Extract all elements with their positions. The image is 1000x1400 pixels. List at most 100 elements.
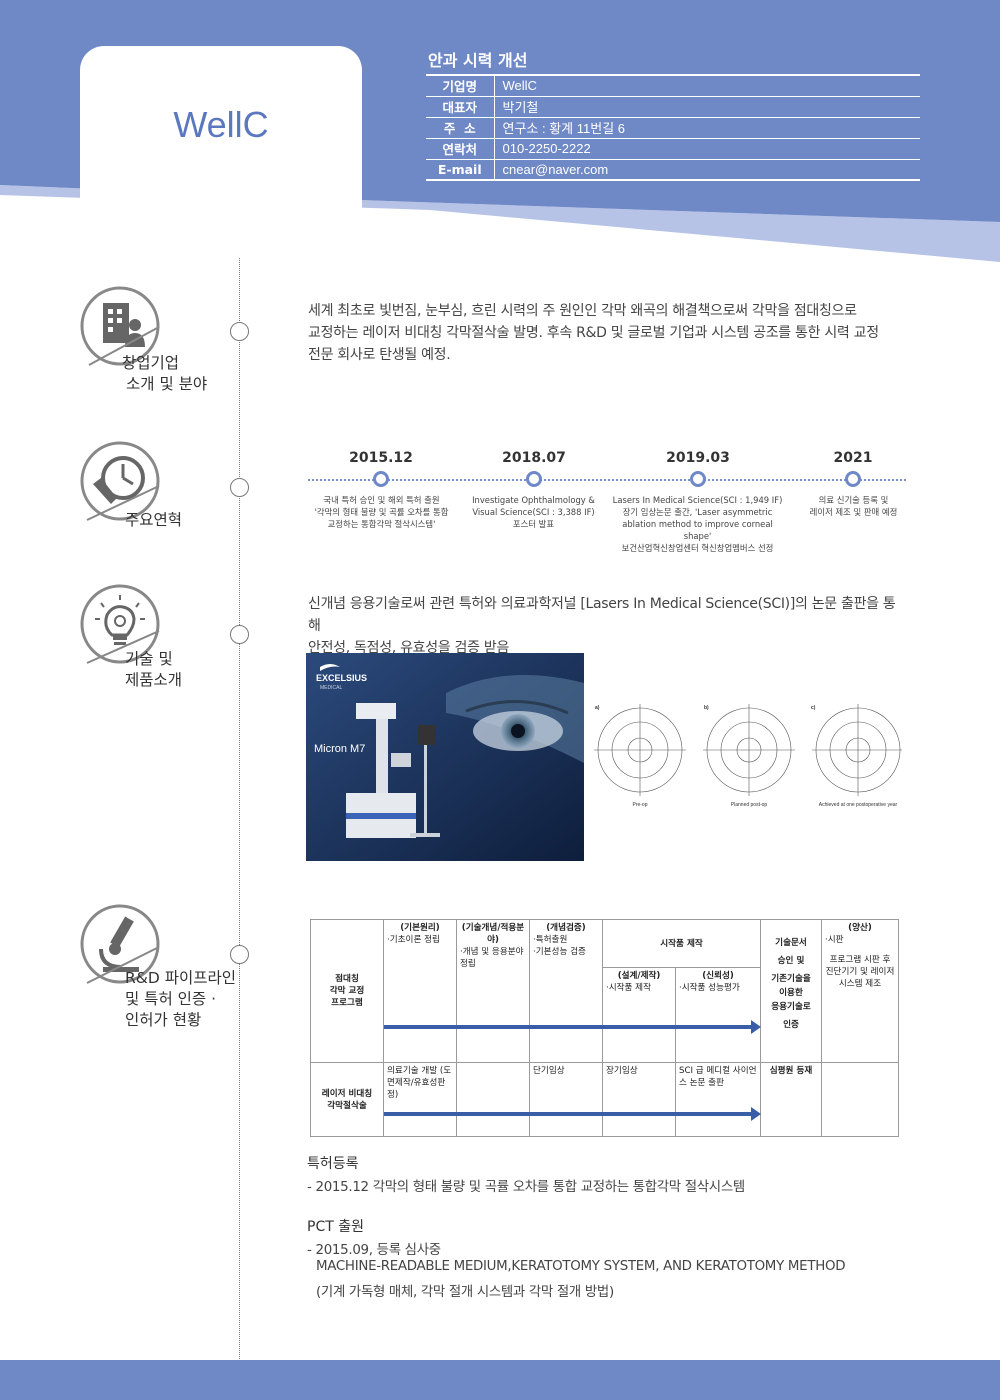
desc-line: 장기 임상논문 출간, 'Laser asymmetric — [622, 507, 773, 517]
rd-cell-body: 프로그램 시판 후 진단기기 및 레이저 시스템 제조 — [825, 955, 895, 989]
rd-cell: (신뢰성) ·시작품 성능평가 — [675, 967, 761, 1063]
building-person-icon — [80, 286, 160, 366]
desc-line: Visual Science(SCI : 3,388 IF) — [472, 507, 595, 517]
rd-cell-body: 이용한 — [779, 988, 803, 998]
section-divider-line — [239, 258, 240, 1363]
corneal-topography-figure: a) b) c) Pre-op Planned post-op Achieved… — [594, 704, 902, 808]
label-line: 및 특허 인증 · — [125, 990, 217, 1008]
rd-cell — [821, 1062, 899, 1137]
history-dot — [845, 471, 861, 487]
rd-cell-head: (양산) — [848, 923, 872, 933]
topo-caption: Planned post-op — [731, 802, 768, 808]
intro-paragraph: 세계 최초로 빛번짐, 눈부심, 흐린 시력의 주 원인인 각막 왜곡의 해결책… — [308, 300, 908, 366]
progress-arrow — [384, 1107, 761, 1121]
desc-line: 레이저 제조 및 판매 예정 — [809, 507, 898, 517]
rd-cell: 시작품 제작 — [602, 919, 761, 968]
label-line: 창업기업 — [122, 354, 180, 372]
history-year: 2021 — [833, 450, 873, 466]
info-value: 연구소 : 황계 11번길 6 — [494, 117, 920, 139]
history-year: 2019.03 — [666, 450, 730, 466]
rd-cell-head: (기본원리) — [400, 923, 440, 933]
patent-heading: 특허등록 — [307, 1156, 359, 1172]
text-line: 전문 회사로 탄생될 예정. — [308, 347, 451, 363]
desc-line: 의료 신기술 등록 및 — [818, 495, 889, 505]
logo-card — [80, 46, 362, 211]
info-key: 주 소 — [426, 117, 495, 139]
product-model: Micron M7 — [314, 743, 365, 755]
section-label-history: 주요연혁 — [125, 510, 182, 531]
rd-cell: 단기임상 — [529, 1062, 603, 1137]
desc-line: 보건산업혁신창업센터 혁신창업멤버스 선정 — [621, 543, 774, 553]
info-key: 대표자 — [426, 96, 495, 118]
history-desc: Lasers In Medical Science(SCI : 1,949 IF… — [610, 494, 785, 554]
topo-caption: Pre-op — [632, 802, 647, 808]
rd-cell: (기술개념/적용분야) ·개념 및 응용분야 정립 — [456, 919, 530, 1063]
rd-cell-body: 기술문서 — [775, 938, 807, 948]
product-image: EXCELSIUS MEDICAL Micron M7 — [306, 653, 584, 861]
history-year: 2018.07 — [502, 450, 566, 466]
rd-cell-head: (설계/제작) — [617, 971, 661, 981]
progress-arrow — [384, 1020, 761, 1034]
company-logo: WellC — [173, 104, 269, 145]
label-line: 각막절삭술 — [327, 1100, 367, 1111]
rd-row-label: 점대칭 각막 교정 프로그램 — [310, 919, 384, 1063]
rd-cell-body: 기존기술을 — [771, 974, 811, 984]
rd-cell: (양산) ·시판 프로그램 시판 후 진단기기 및 레이저 시스템 제조 — [821, 919, 899, 1063]
section-label-rd: R&D 파이프라인 및 특허 인증 · 인허가 현황 — [125, 968, 236, 1031]
rd-cell-head: (기술개념/적용분야) — [461, 923, 525, 945]
pct-line: - 2015.09, 등록 심사중 — [307, 1243, 441, 1258]
header-title: 안과 시력 개선 — [428, 51, 528, 70]
topo-label: c) — [811, 705, 816, 711]
label-line: 레이저 비대칭 — [321, 1088, 373, 1099]
rd-cell-body: ·특허출원 — [533, 935, 568, 945]
history-dot — [690, 471, 706, 487]
rd-cell: (기본원리) ·기초이론 정립 — [383, 919, 457, 1063]
topo-label: b) — [704, 705, 709, 711]
rd-cell-head: (개념검증) — [546, 923, 586, 933]
rd-cell-body: 응용기술로 — [771, 1002, 811, 1012]
topo-caption: Achieved at one postoperative year — [819, 802, 898, 808]
label-line: 기술 및 — [125, 650, 173, 668]
label-line: R&D 파이프라인 — [125, 969, 237, 987]
info-value: WellC — [494, 74, 920, 97]
text-line: 신개념 응용기술로써 관련 특허와 의료과학저널 [Lasers In Medi… — [308, 596, 896, 634]
info-key: 연락처 — [426, 138, 495, 160]
timeline-node — [230, 322, 249, 341]
desc-line: 교정하는 통합각막 절삭시스템' — [327, 519, 436, 529]
history-desc: 국내 특허 승인 및 해외 특허 출원 '각막의 형태 불량 및 곡률 오차를 … — [294, 494, 469, 530]
history-desc: Investigate Ophthalmology & Visual Scien… — [446, 494, 621, 530]
rd-cell-body: ·기본성능 검증 — [533, 947, 586, 957]
rd-cell-body: 인증 — [783, 1020, 799, 1030]
rd-cell: (개념검증) ·특허출원 ·기본성능 검증 — [529, 919, 603, 1063]
text-line: 안전성, 독점성, 유효성을 검증 받음 — [308, 640, 510, 656]
history-dot — [526, 471, 542, 487]
pct-line: (기계 가독형 매체, 각막 절개 시스템과 각막 절개 방법) — [316, 1285, 614, 1300]
rd-cell-body: ·시작품 성능평가 — [679, 983, 740, 993]
text-line: 교정하는 레이저 비대칭 각막절삭술 발명. 후속 R&D 및 글로벌 기업과 … — [308, 325, 879, 341]
rd-cell: (설계/제작) ·시작품 제작 — [602, 967, 676, 1063]
history-timeline-line — [308, 479, 906, 481]
rd-cell-body: ·개념 및 응용분야 정립 — [460, 947, 524, 969]
rd-cell: 기술문서 승인 및 기존기술을 이용한 응용기술로 인증 — [760, 919, 822, 1063]
product-brand-sub: MEDICAL — [320, 685, 342, 691]
pct-line: MACHINE-READABLE MEDIUM,KERATOTOMY SYSTE… — [316, 1259, 846, 1274]
label-line: 인허가 현황 — [125, 1011, 202, 1029]
desc-line: ablation method to improve corneal shape… — [622, 519, 773, 541]
rd-cell: 의료기술 개발 (도면제작/유효성판정) — [383, 1062, 457, 1137]
desc-line: Investigate Ophthalmology & — [472, 495, 595, 505]
text-line: 세계 최초로 빛번짐, 눈부심, 흐린 시력의 주 원인인 각막 왜곡의 해결책… — [308, 303, 857, 319]
clock-pencil-icon — [80, 441, 160, 521]
label-line: 주요연혁 — [125, 511, 183, 529]
info-key: E-mail — [426, 159, 495, 181]
rd-cell-body: ·시작품 제작 — [606, 983, 651, 993]
info-key: 기업명 — [426, 74, 495, 97]
timeline-node — [230, 945, 249, 964]
history-desc: 의료 신기술 등록 및 레이저 제조 및 판매 예정 — [766, 494, 941, 518]
rd-row-label: 레이저 비대칭 각막절삭술 — [310, 1062, 384, 1137]
rd-cell-body: 승인 및 — [777, 956, 805, 966]
label-line: 각막 교정 — [329, 986, 365, 996]
desc-line: 포스터 발표 — [512, 519, 555, 529]
rd-cell: 장기임상 — [602, 1062, 676, 1137]
rd-cell-body: ·기초이론 정립 — [387, 935, 440, 945]
